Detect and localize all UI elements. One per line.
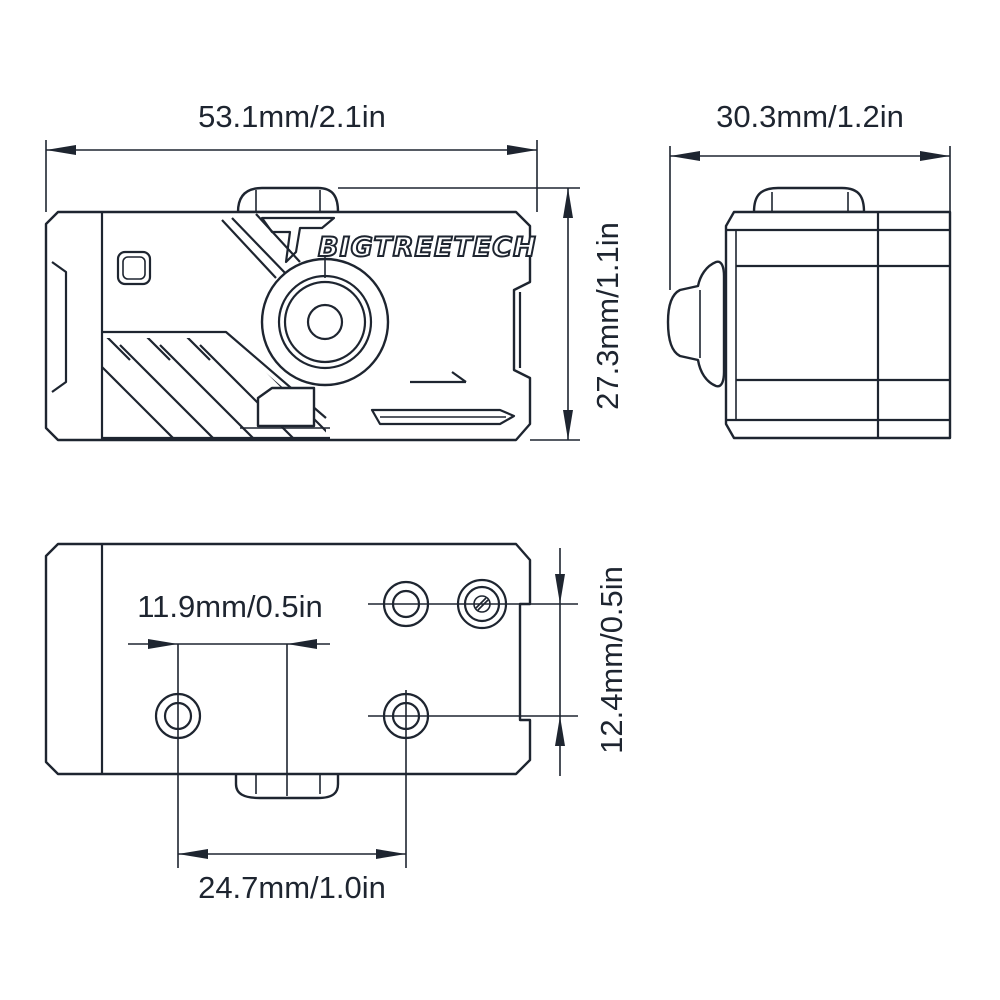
side-lens — [666, 260, 726, 388]
front-top-mount — [236, 186, 340, 214]
logo-text: BIGTREETECH — [318, 232, 537, 263]
dim-label-hole-spacing-small: 11.9mm/0.5in — [137, 589, 323, 624]
direction-arrow-icon — [410, 371, 467, 384]
dim-label-front-height: 27.3mm/1.1in — [590, 222, 625, 410]
dim-label-side-width: 30.3mm/1.2in — [716, 99, 904, 134]
lens — [260, 256, 390, 387]
front-button — [116, 250, 152, 286]
front-slider — [256, 386, 316, 428]
dim-label-hole-spacing-large: 24.7mm/1.0in — [198, 870, 386, 905]
front-view: BIGTREETECH — [44, 186, 537, 442]
bottom-view — [44, 542, 532, 800]
dim-label-front-width: 53.1mm/2.1in — [198, 99, 386, 134]
bottom-body — [44, 542, 532, 776]
front-left-tab — [51, 261, 68, 393]
side-top-mount — [752, 186, 866, 214]
side-view — [666, 186, 952, 440]
side-body — [724, 210, 952, 440]
dimension-lines — [45, 140, 951, 868]
front-slot — [370, 408, 516, 426]
logo-mark — [260, 216, 336, 264]
dim-label-hole-vertical-spacing: 12.4mm/0.5in — [594, 566, 629, 754]
